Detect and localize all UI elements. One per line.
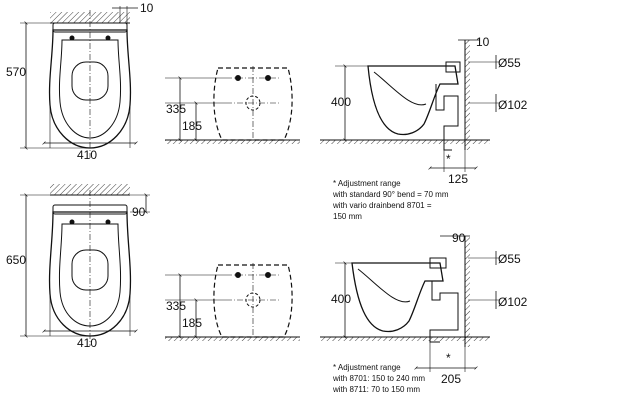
- wall-hatch: [465, 236, 470, 347]
- fixing-hole: [105, 35, 111, 41]
- bottom-note-line: * Adjustment range: [333, 363, 401, 372]
- top-rear-height-lower-label: 185: [182, 119, 202, 133]
- drain-pipe: [429, 281, 459, 343]
- top-plan-rear-offset-label: 10: [140, 1, 154, 15]
- bottom-side-wall-offset-label: 90: [452, 231, 466, 245]
- top-side-wall-offset-label: 10: [476, 35, 490, 49]
- bottom-note-line: with 8701: 150 to 240 mm: [332, 374, 425, 383]
- supply-connector: [429, 257, 447, 269]
- bottom-side-adjustment-marker: *: [446, 351, 451, 365]
- supply-connector: [445, 61, 461, 73]
- bottom-side-view: [320, 235, 500, 372]
- bowl-profile: [351, 262, 444, 333]
- top-plan-view: [20, 6, 138, 158]
- top-side-height-label: 400: [331, 95, 351, 109]
- top-side-drain-offset-label: 125: [448, 172, 468, 186]
- bottom-side-drain-offset-label: 205: [441, 372, 461, 386]
- top-plan-length-label: 570: [6, 65, 26, 79]
- floor-hatch: [320, 337, 490, 341]
- top-note-line: 150 mm: [333, 212, 362, 221]
- wall-hatch: [465, 40, 470, 150]
- bottom-plan-length-label: 650: [6, 253, 26, 267]
- bottom-side-pipe-dia-upper-label: Ø55: [498, 252, 521, 266]
- top-plan-width-label: 410: [77, 148, 97, 162]
- fixing-point: [265, 272, 271, 278]
- drain-opening: [245, 292, 261, 308]
- wall-hatch: [50, 184, 130, 195]
- fixing-hole: [69, 219, 75, 225]
- bottom-plan-rear-offset-label: 90: [132, 205, 146, 219]
- top-rear-view: [165, 66, 300, 144]
- wall-hatch: [50, 12, 130, 23]
- fixing-point: [265, 75, 271, 81]
- bowl-inner: [357, 268, 411, 303]
- fixing-point: [235, 75, 241, 81]
- floor-hatch: [320, 140, 490, 144]
- drain-opening: [245, 95, 261, 111]
- top-side-view: [320, 39, 500, 172]
- bottom-rear-height-lower-label: 185: [182, 316, 202, 330]
- top-note-line: * Adjustment range: [333, 179, 401, 188]
- top-note-line: with vario drainbend 8701 =: [332, 201, 432, 210]
- bottom-plan-view: [20, 184, 150, 346]
- top-note-line: with standard 90° bend = 70 mm: [332, 190, 449, 199]
- bowl-inner: [373, 71, 427, 106]
- seat-outline: [58, 39, 122, 139]
- fixing-point: [235, 272, 241, 278]
- bottom-rear-height-upper-label: 335: [166, 299, 186, 313]
- bottom-side-pipe-dia-lower-label: Ø102: [498, 295, 528, 309]
- floor-hatch: [165, 337, 300, 341]
- bottom-rear-view: [165, 263, 300, 341]
- bottom-note-line: with 8711: 70 to 150 mm: [332, 385, 420, 394]
- top-side-pipe-dia-lower-label: Ø102: [498, 98, 528, 112]
- bottom-side-height-label: 400: [331, 292, 351, 306]
- floor-hatch: [165, 140, 300, 144]
- top-side-pipe-dia-upper-label: Ø55: [498, 56, 521, 70]
- fixing-hole: [105, 219, 111, 225]
- drain-pipe: [435, 84, 459, 151]
- fixing-hole: [69, 35, 75, 41]
- top-rear-height-upper-label: 335: [166, 102, 186, 116]
- top-side-adjustment-marker: *: [446, 152, 451, 166]
- bottom-plan-width-label: 410: [77, 336, 97, 350]
